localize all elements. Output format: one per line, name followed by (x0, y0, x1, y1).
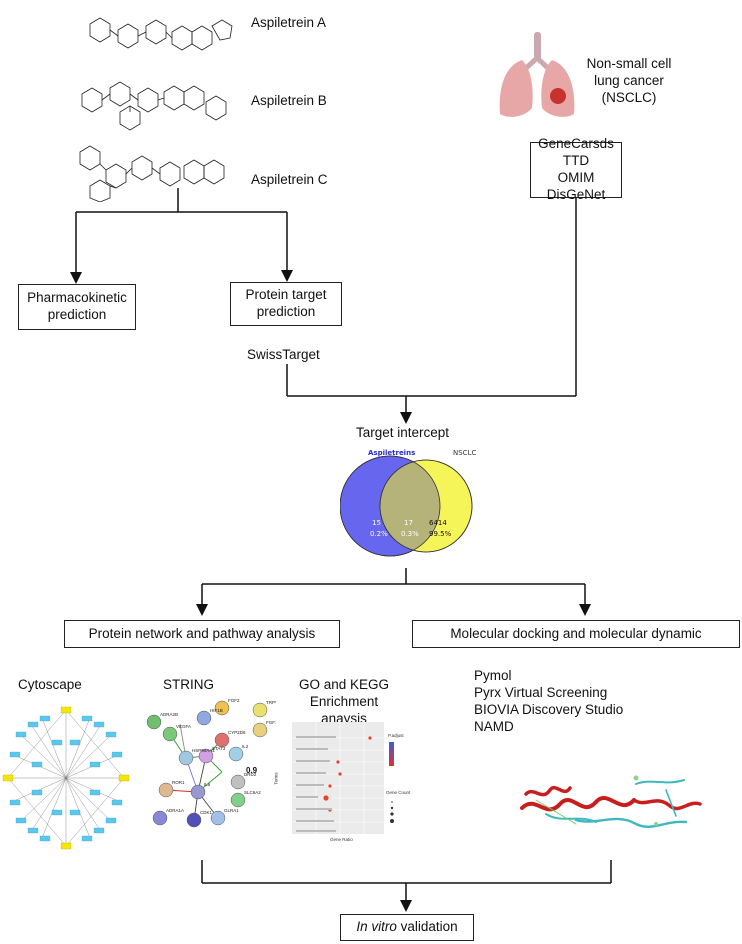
go-legend-title: P.adjust (388, 733, 404, 738)
string-node-label: FGF2 (228, 698, 240, 703)
pharmacokinetic-line1: Pharmacokinetic (27, 290, 127, 306)
string-node-label: CDK1 (200, 810, 213, 815)
target-intercept-label: Target intercept (356, 425, 450, 440)
protein-ribbon (520, 775, 702, 828)
pharmacokinetic-box: Pharmacokinetic prediction (18, 284, 136, 330)
string-node (210, 810, 226, 826)
string-node (198, 748, 214, 764)
string-node (186, 812, 202, 828)
string-node-label: IL2 (242, 744, 249, 749)
string-node (230, 774, 246, 790)
string-node (228, 746, 244, 762)
go-kegg-dotplot (292, 722, 394, 834)
database-omim: OMIM (557, 170, 595, 185)
string-node-label: HIF1B (210, 708, 223, 713)
venn-right-pct: 99.5% (429, 530, 452, 538)
database-disgenet: DisGeNet (546, 186, 606, 202)
string-node (178, 750, 194, 766)
string-node-label: IL6 (204, 782, 211, 787)
structure-a (89, 17, 233, 51)
string-node-label: DRD2 (244, 772, 257, 777)
string-node (214, 732, 230, 748)
string-node (252, 722, 268, 738)
lungs-icon (499, 32, 575, 117)
compound-b-label: Aspiletrein B (251, 93, 327, 108)
venn-left-pct: 0.2% (370, 530, 388, 538)
validation-box: In vitro validation (340, 914, 474, 941)
tool-pymol: Pymol (474, 668, 512, 683)
string-node (252, 702, 268, 718)
structure-b (81, 81, 227, 131)
string-node-label: VEGFA (176, 724, 191, 729)
validation-rest: validation (396, 919, 458, 935)
protein-target-line2: prediction (256, 304, 316, 319)
nsclc-line1: Non-small cell (586, 56, 672, 71)
string-node-label: CYP2D6 (228, 730, 246, 735)
string-node-label: ADRA2B (160, 712, 178, 717)
chemical-structures (79, 17, 233, 202)
string-node (152, 810, 168, 826)
string-node (214, 700, 230, 716)
string-node-label: ADRA1A (166, 808, 184, 813)
tools-list: Pymol Pyrx Virtual Screening BIOVIA Disc… (474, 668, 623, 736)
string-node (146, 714, 162, 730)
protein-target-line1: Protein target (245, 287, 327, 303)
compound-c-label: Aspiletrein C (251, 172, 328, 187)
venn-diagram (340, 455, 473, 557)
string-node-label: SLC6A2 (244, 790, 261, 795)
database-box: GeneCarsds TTD OMIM DisGeNet (530, 136, 622, 202)
swisstarget-label: SwissTarget (247, 347, 320, 362)
nsclc-line2: lung cancer (594, 72, 664, 88)
go-size-title: Gene Count (386, 790, 411, 795)
string-node-label: GLRA1 (224, 808, 239, 813)
network-analysis-box: Protein network and pathway analysis (64, 620, 340, 648)
validation-italic: In vitro (356, 919, 397, 935)
string-node-label: FGF1 (266, 720, 276, 725)
cytoscape-label: Cytoscape (18, 677, 82, 692)
cytoscape-network (2, 706, 130, 850)
structure-c (79, 145, 225, 202)
tool-biovia: BIOVIA Discovery Studio (474, 701, 624, 717)
venn-left-count: 15 (372, 519, 381, 527)
go-ylabel: Terms (273, 772, 279, 785)
database-genecards: GeneCarsds (538, 136, 614, 152)
string-node (162, 726, 178, 742)
string-node-label: STAT3 (212, 746, 226, 751)
compound-a-label: Aspiletrein A (251, 15, 327, 30)
string-node (158, 782, 174, 798)
go-kegg-line1: GO and KEGG (298, 677, 390, 692)
string-node-label: TRPV1 (266, 700, 276, 705)
nsclc-label: Non-small cell lung cancer (NSCLC) (583, 56, 675, 107)
protein-target-box: Protein target prediction (230, 282, 342, 326)
venn-left-label: Aspiletreins (368, 449, 416, 457)
pharmacokinetic-line2: prediction (47, 307, 107, 322)
venn-right-label: NSCLC (453, 449, 477, 457)
string-node (230, 792, 246, 808)
venn-mid-count: 17 (404, 519, 413, 527)
string-score: 0.9 (246, 766, 258, 775)
database-ttd: TTD (562, 153, 590, 169)
string-node-label: HSP90AA1 (192, 748, 215, 753)
string-node (196, 710, 212, 726)
go-xlabel: Gene Ratio (330, 837, 353, 842)
string-node-label: ROR1 (172, 780, 185, 785)
string-label: STRING (163, 677, 215, 692)
string-node (190, 784, 206, 800)
venn-right-count: 6414 (429, 519, 447, 527)
venn-mid-pct: 0.3% (401, 530, 419, 538)
tool-namd: NAMD (474, 718, 514, 734)
docking-box: Molecular docking and molecular dynamic (412, 620, 740, 648)
tool-pyrx: Pyrx Virtual Screening (474, 684, 608, 700)
nsclc-line3: (NSCLC) (601, 89, 657, 105)
